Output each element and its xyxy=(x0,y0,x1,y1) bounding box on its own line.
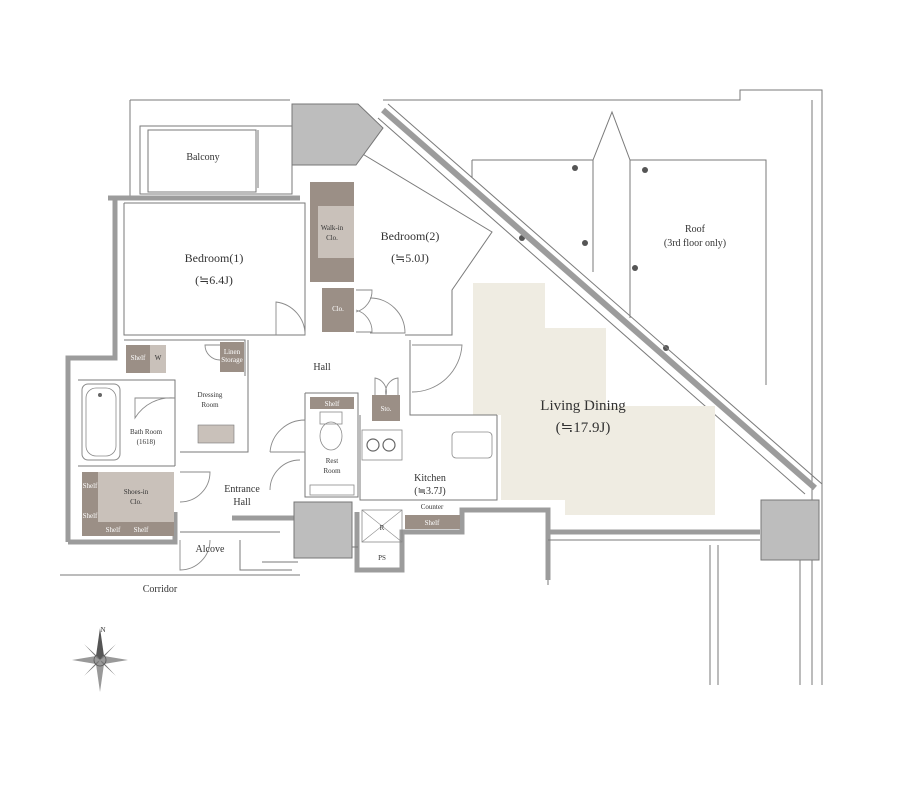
counter-label: Counter xyxy=(421,503,444,511)
shoes-in-closet: Shelf Shelf Shelf Shelf Shoes-in Clo. xyxy=(82,472,174,536)
bath-sublabel: (1618) xyxy=(137,438,156,446)
clo-label: Clo. xyxy=(332,305,344,313)
doors xyxy=(134,301,463,571)
dressing-room: Dressing Room xyxy=(198,391,235,444)
linen-label: Linen xyxy=(224,348,241,356)
living-dining-floor xyxy=(473,283,715,515)
diagonal-facade xyxy=(377,103,823,495)
w-label: W xyxy=(155,354,162,362)
shoes-shelf-label-4: Shelf xyxy=(134,526,149,534)
shoes-label: Shoes-in xyxy=(124,488,149,496)
linen-storage: Linen Storage xyxy=(204,342,244,372)
bedroom1-label: Bedroom(1) xyxy=(185,251,244,265)
storage-unit: Sto. xyxy=(372,377,400,421)
sto-label: Sto. xyxy=(380,405,391,413)
compass-rose-icon: N xyxy=(72,626,128,692)
shelf-w-unit: Shelf W xyxy=(126,345,166,373)
walkin-label: Walk-in xyxy=(321,224,344,232)
balcony-area: Balcony xyxy=(139,125,293,195)
entrance-hall-label: Entrance xyxy=(224,484,260,495)
bedroom2-label: Bedroom(2) xyxy=(381,229,440,243)
dressing-sublabel: Room xyxy=(201,401,219,409)
balcony-label: Balcony xyxy=(186,152,219,163)
bedroom1-size: (≒6.4J) xyxy=(195,273,233,287)
roof-label: Roof xyxy=(685,224,706,235)
rest-room: Shelf Rest Room xyxy=(309,397,355,496)
hall-label: Hall xyxy=(313,362,330,373)
shoes-shelf-label-3: Shelf xyxy=(106,526,121,534)
shelf-w-label: Shelf xyxy=(131,354,146,362)
rest-label: Rest xyxy=(326,457,339,465)
kitchen-shelf-label: Shelf xyxy=(425,519,440,527)
r-label: R xyxy=(380,524,385,532)
columns xyxy=(291,103,820,561)
refrigerator-space: R PS xyxy=(361,509,403,562)
dressing-label: Dressing xyxy=(198,391,223,399)
kitchen-size: (≒3.7J) xyxy=(414,486,445,497)
kitchen-label: Kitchen xyxy=(414,473,446,484)
entrance-hall-sublabel: Hall xyxy=(233,497,250,508)
living-dining-size: (≒17.9J) xyxy=(556,420,611,436)
compass-north-label: N xyxy=(100,626,105,634)
shoes-shelf-label-2: Shelf xyxy=(83,512,98,520)
kitchen: Kitchen (≒3.7J) Counter Shelf xyxy=(361,429,493,529)
roof-sublabel: (3rd floor only) xyxy=(664,238,726,249)
alcove-label: Alcove xyxy=(196,544,225,555)
closet: Clo. xyxy=(322,288,406,334)
shoes-shelf-label-1: Shelf xyxy=(83,482,98,490)
corridor-label: Corridor xyxy=(143,584,178,595)
rest-sublabel: Room xyxy=(323,467,341,475)
shoes-sublabel: Clo. xyxy=(130,498,142,506)
walk-in-closet: Walk-in Clo. xyxy=(310,182,354,282)
roof-area: Roof (3rd floor only) xyxy=(471,110,767,385)
linen-sublabel: Storage xyxy=(221,356,242,364)
living-dining-label: Living Dining xyxy=(540,398,626,414)
rest-shelf-label: Shelf xyxy=(325,400,340,408)
bedroom2-size: (≒5.0J) xyxy=(391,251,429,265)
bath-label: Bath Room xyxy=(130,428,163,436)
ps-label: PS xyxy=(378,554,386,562)
bath-room: Bath Room (1618) xyxy=(81,383,163,461)
building-outline xyxy=(60,89,823,685)
walkin-sublabel: Clo. xyxy=(326,234,338,242)
